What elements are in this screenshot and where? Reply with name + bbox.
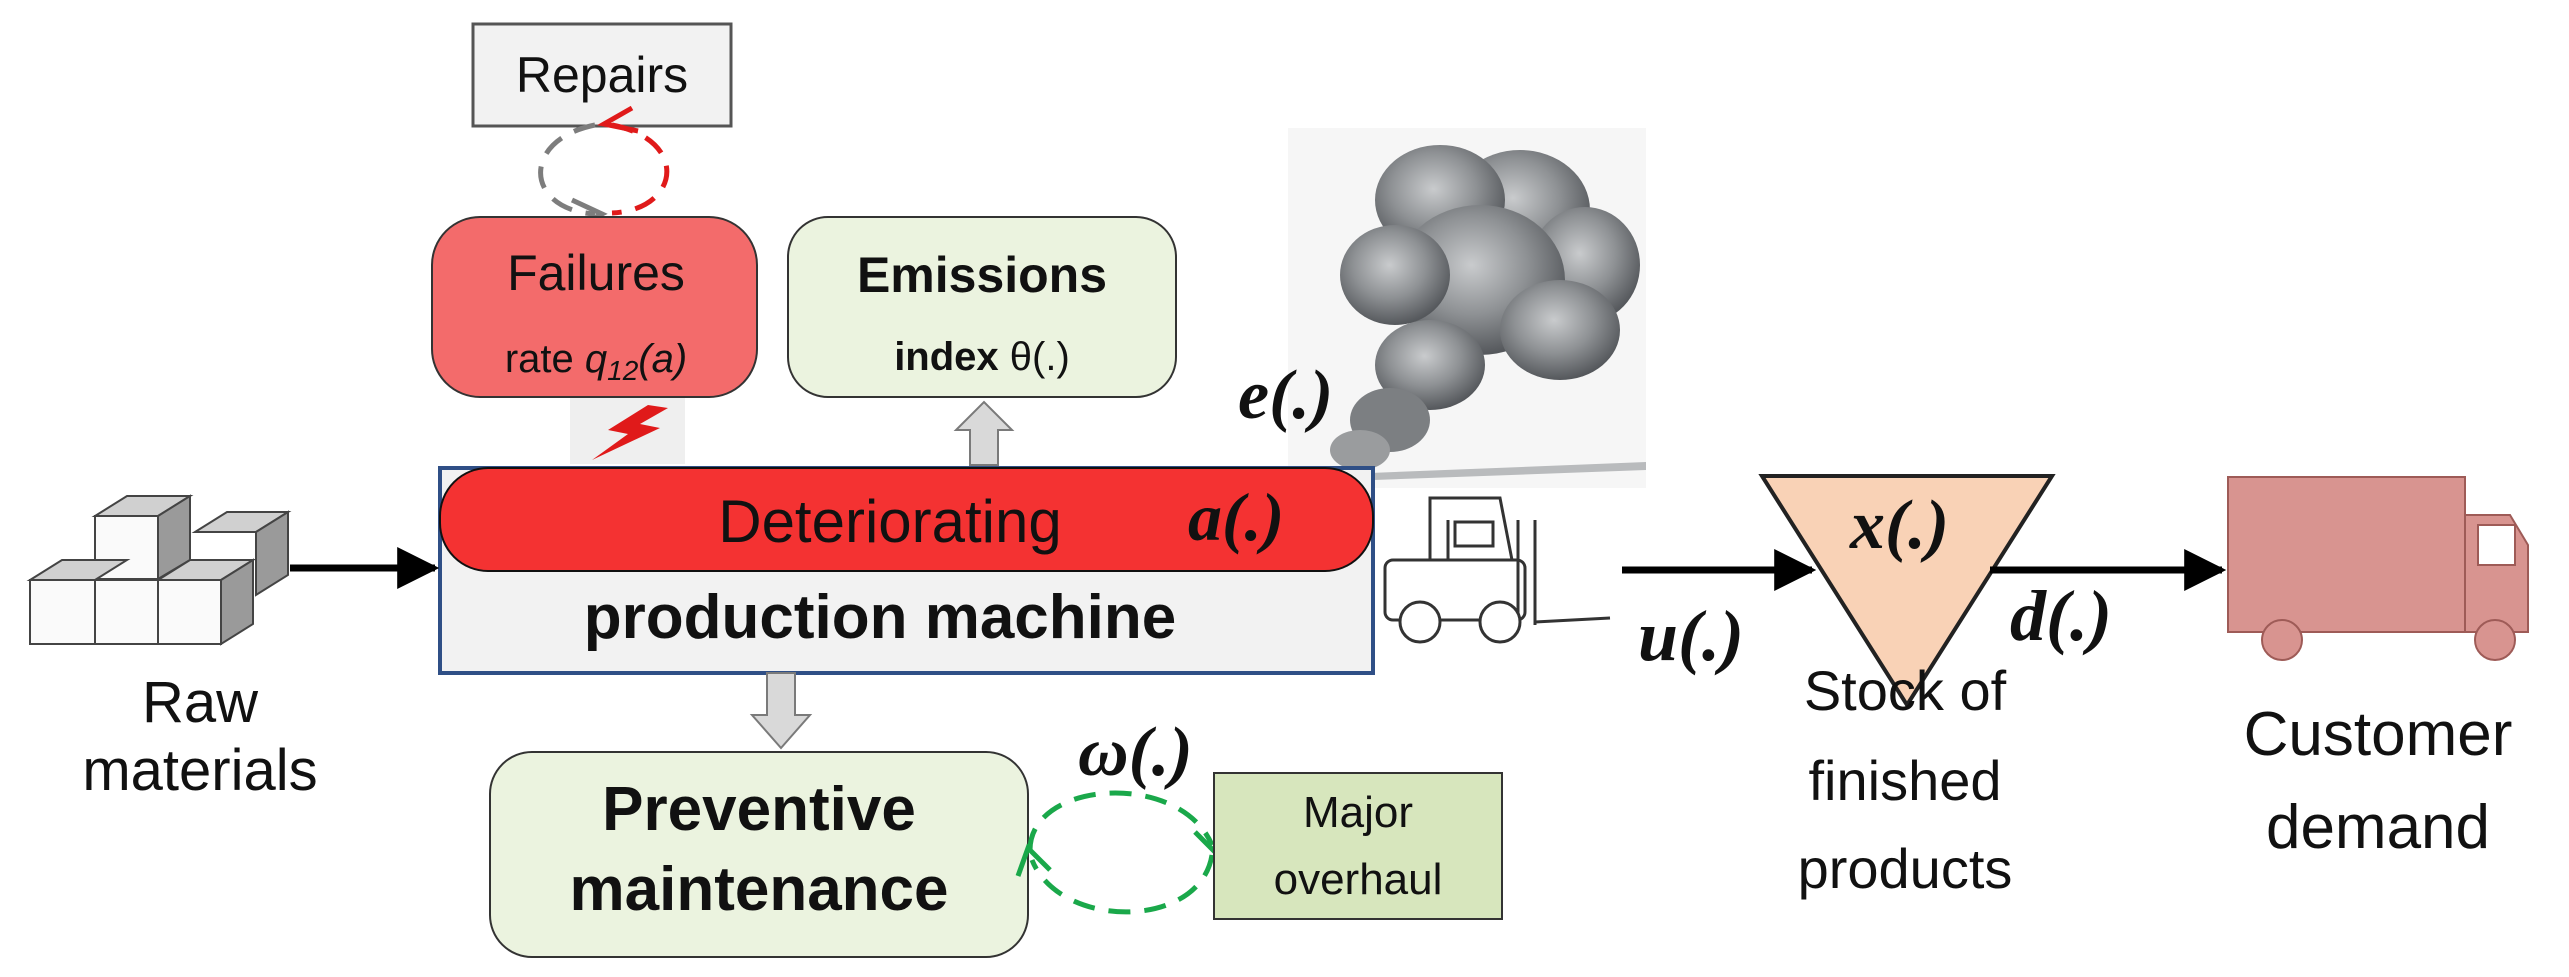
overhaul-variable: ω(.) — [1078, 714, 1193, 791]
raw-materials-icon — [26, 494, 292, 646]
demand-variable: d(.) — [2010, 576, 2112, 656]
preventive-line2: maintenance — [569, 855, 948, 924]
repairs-box — [471, 22, 733, 128]
repair-cycle-red — [611, 122, 670, 216]
overhaul-line2: overhaul — [1274, 855, 1443, 904]
return-arrowhead-icon — [1015, 843, 1052, 877]
customer-line2: demand — [2266, 793, 2490, 862]
repairs-label: Repairs — [516, 47, 688, 103]
smoke-icon — [1288, 128, 1646, 488]
repair-arrowhead-icon — [597, 105, 639, 134]
stock-line1: Stock of — [1804, 659, 2007, 722]
truck-icon — [2227, 476, 2529, 661]
failures-box — [431, 216, 758, 398]
repair-cycle-gray — [538, 122, 596, 217]
emission-variable: e(.) — [1238, 357, 1333, 434]
production-rate-variable: a(.) — [1188, 479, 1284, 555]
emissions-index: index θ(.) — [894, 335, 1070, 379]
deteriorating-label: Deteriorating — [718, 488, 1062, 555]
overhaul-box — [1213, 772, 1503, 920]
raw-materials-line1: Raw — [142, 670, 259, 735]
emission-up-arrow — [953, 400, 1015, 466]
preventive-line1: Preventive — [602, 775, 916, 844]
emissions-box — [787, 216, 1177, 398]
stock-line3: products — [1798, 837, 2013, 900]
production-variable: u(.) — [1638, 596, 1744, 676]
overhaul-line1: Major — [1303, 788, 1413, 837]
failures-rate: rate q12(a) — [505, 337, 687, 386]
overhaul-cycle-top — [1027, 790, 1215, 851]
deteriorating-bar — [439, 467, 1374, 572]
machine-label: production machine — [584, 583, 1176, 652]
lightning-icon — [592, 405, 668, 460]
overhaul-cycle-bottom — [1029, 854, 1215, 915]
maintenance-down-arrow — [749, 672, 813, 750]
failures-title: Failures — [507, 245, 685, 301]
forklift-icon — [1383, 496, 1611, 644]
stock-triangle — [1758, 474, 2056, 709]
emissions-title: Emissions — [857, 247, 1107, 303]
raw-materials-line2: materials — [82, 738, 317, 803]
stock-line2: finished — [1808, 749, 2001, 812]
customer-line1: Customer — [2244, 700, 2513, 769]
stock-variable: x(.) — [1849, 487, 1949, 564]
